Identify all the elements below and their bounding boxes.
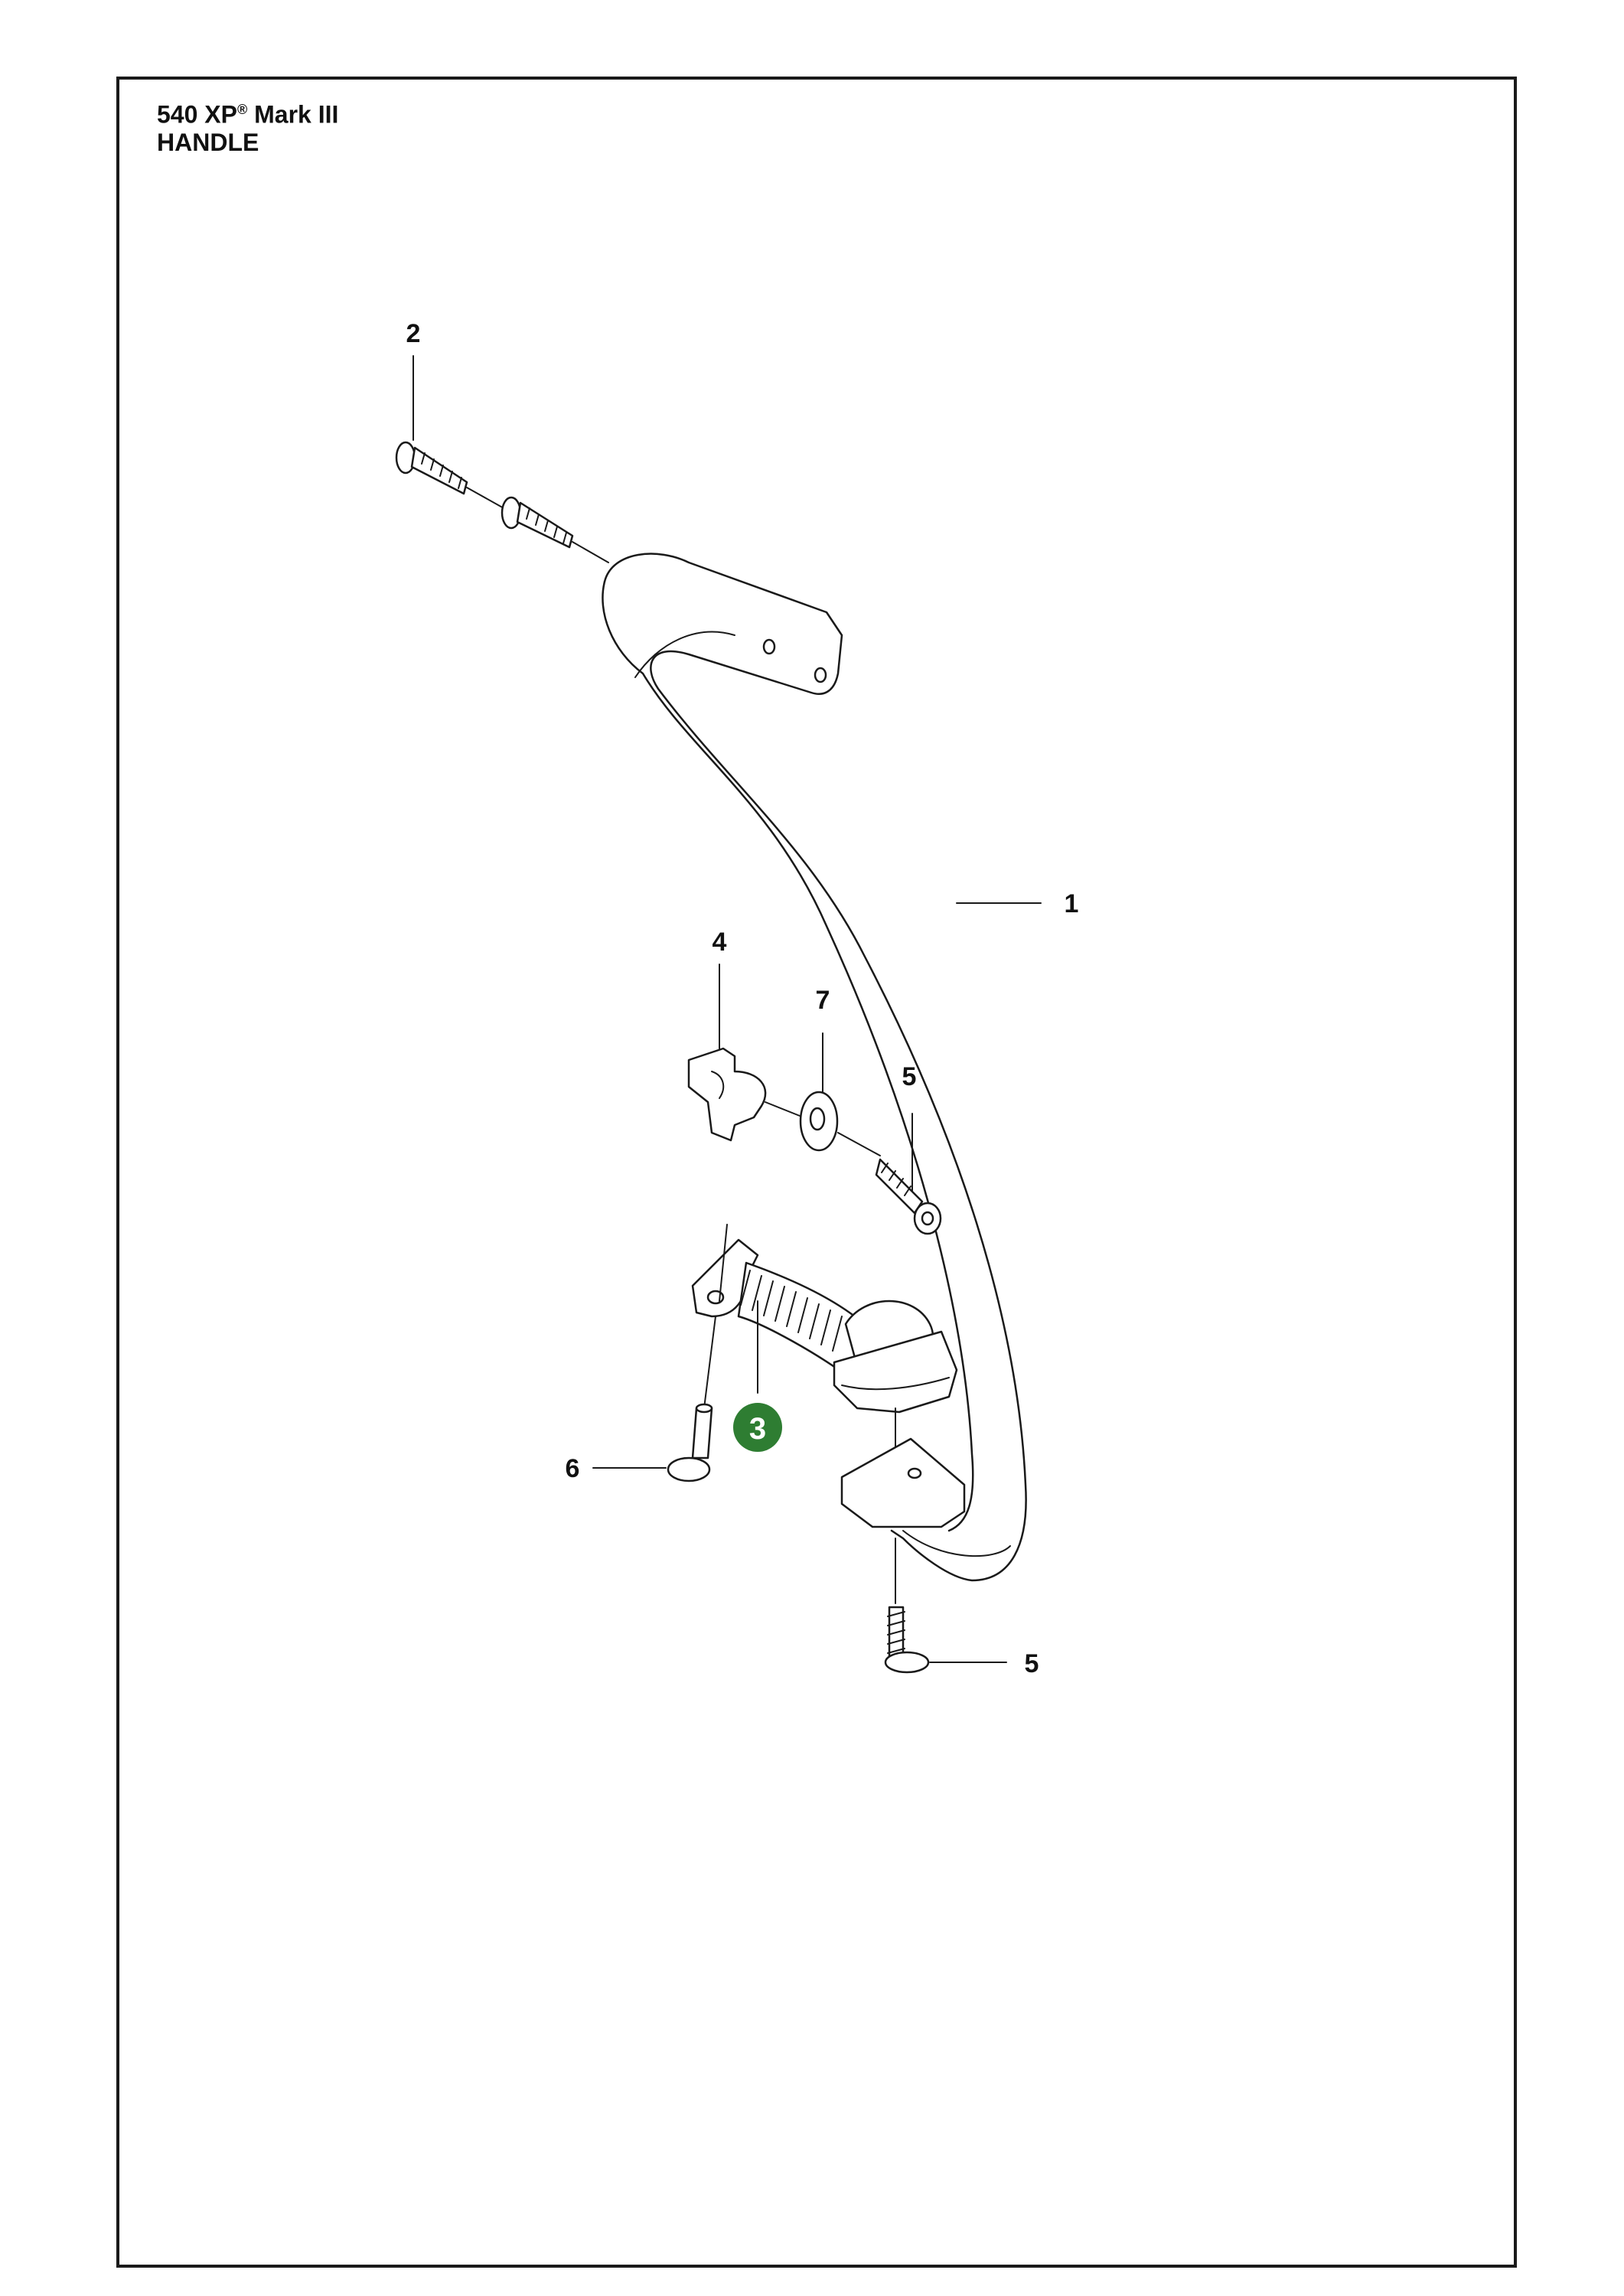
part-5-lower-screw [884,1538,1007,1674]
callout-7: 7 [816,986,830,1015]
callout-4: 4 [713,928,727,957]
callout-1: 1 [1065,889,1079,918]
drawing-frame [116,77,1517,2268]
callout-5-upper: 5 [902,1062,917,1091]
callout-3: 3 [749,1412,766,1446]
callout-3-highlight-badge: 3 [733,1403,782,1452]
model-name: 540 XP [157,100,237,129]
part-1-handle-bar [602,553,1042,1582]
part-2-screws [395,355,609,563]
callout-6: 6 [566,1454,580,1483]
registered-mark: ® [236,102,248,117]
title-block: 540 XP® Mark III HANDLE [157,96,338,156]
part-4-clip [687,964,767,1142]
model-suffix: Mark III [247,100,339,129]
section-title: HANDLE [157,128,259,156]
part-3-spring-assembly [691,1224,958,1414]
part-5-upper-screw [837,1113,942,1235]
model-title: 540 XP® Mark III [157,96,338,129]
lower-mount-plate [840,1407,966,1528]
part-6-pin [592,1316,716,1482]
callout-2: 2 [406,319,421,348]
part-7-washer [765,1032,839,1152]
callout-5-lower: 5 [1025,1649,1039,1678]
